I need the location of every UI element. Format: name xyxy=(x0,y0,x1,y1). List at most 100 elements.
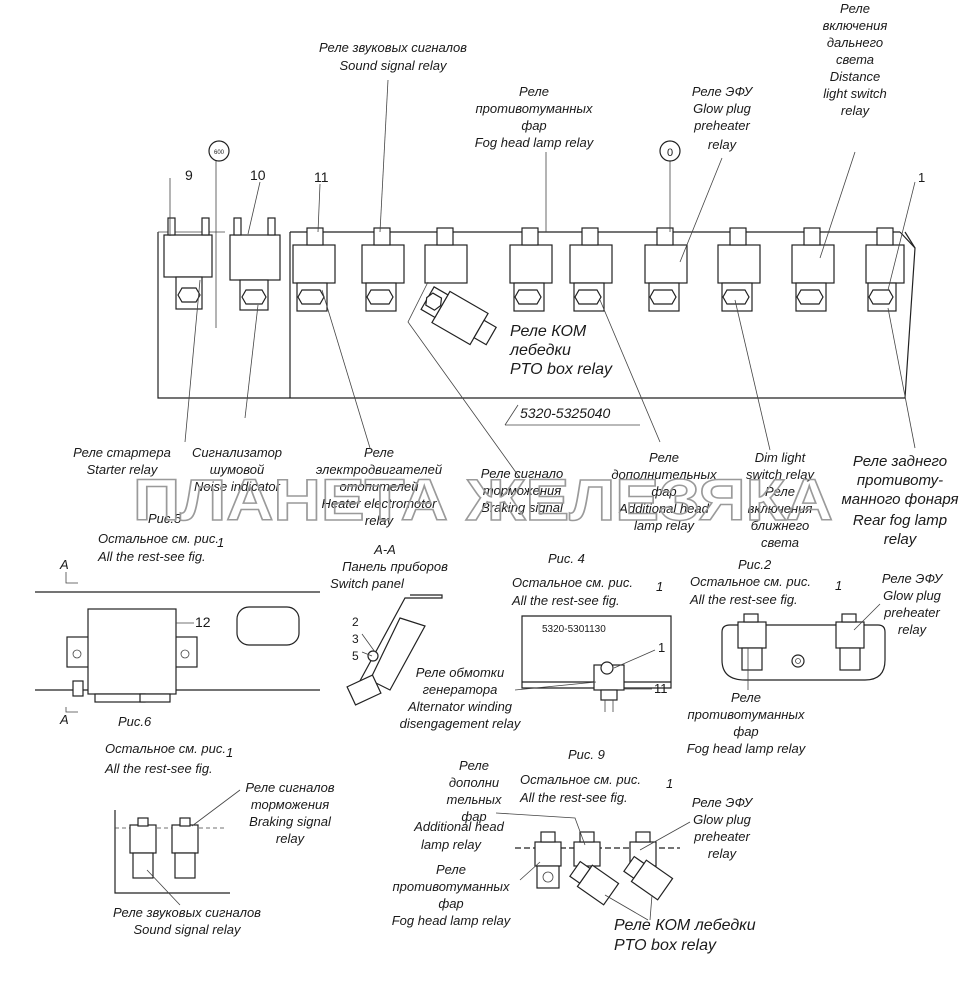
fig4-rest-en: All the rest-see fig. xyxy=(511,593,620,608)
alt-en-2: disengagement relay xyxy=(400,716,522,731)
fig-5: Рис.5 Остальное см. рис. 1 All the rest-… xyxy=(35,511,320,727)
fig-4: Рис. 4 Остальное см. рис. 1 All the rest… xyxy=(400,551,672,731)
fig9-addl-ru-4: фар xyxy=(461,809,486,824)
fig2-panel xyxy=(721,624,886,681)
callout-12: 12 xyxy=(195,614,211,630)
alt-en-1: Alternator winding xyxy=(407,699,513,714)
fig9-addl-ru-1: Реле xyxy=(459,758,489,773)
aa-callout-3: 3 xyxy=(352,632,359,646)
fig4-callout-1: 1 xyxy=(658,640,665,655)
fig6-panel xyxy=(114,810,230,894)
fig2-fog-en: Fog head lamp relay xyxy=(687,741,807,756)
addl-ru-3: фар xyxy=(651,484,676,499)
badge-0 xyxy=(659,140,681,162)
fig9-rest-num: 1 xyxy=(666,776,673,791)
callout-9: 9 xyxy=(185,167,193,183)
fig6-brake-ru-1: Реле сигналов xyxy=(245,780,334,795)
glow-en-2: preheater xyxy=(693,118,750,133)
watermark-text: ПЛАНЕТА ЖЕЛЕЗЯКА xyxy=(133,468,833,533)
pto-box-relay xyxy=(420,286,497,346)
fig6-brake-ru-2: торможения xyxy=(251,797,329,812)
fig9-rest-ru: Остальное см. рис. xyxy=(520,772,641,787)
leader-lines xyxy=(169,79,916,479)
fog-en: Fog head lamp relay xyxy=(475,135,595,150)
fog-ru-1: Реле xyxy=(519,84,549,99)
noise-indicator xyxy=(229,217,281,311)
rear-ru-1: Реле заднего xyxy=(853,453,947,470)
badge-600-label: 600 xyxy=(214,150,225,156)
rear-ru-3: манного фонаря xyxy=(841,491,958,508)
noise-ru-1: Сигнализатор xyxy=(192,445,282,460)
addl-en-1: Additional head xyxy=(618,501,709,516)
heater-ru-1: Реле xyxy=(364,445,394,460)
fig9-glow-en-1: Glow plug xyxy=(693,812,752,827)
dist-ru-1: Реле xyxy=(840,1,870,16)
fig5-rest-ru: Остальное см. рис. xyxy=(98,531,219,546)
fig2-title: Рис.2 xyxy=(738,557,772,572)
panel-corner xyxy=(904,231,916,249)
signal-block-12 xyxy=(87,608,177,695)
badge-0-label: 0 xyxy=(667,147,673,159)
fog-head-lamp-relay xyxy=(509,227,553,312)
fig6-brake-en-2: relay xyxy=(276,831,306,846)
glow-en-3: relay xyxy=(708,137,738,152)
fig2-rest-en: All the rest-see fig. xyxy=(689,592,798,607)
badge-600 xyxy=(208,140,230,162)
dim-en-2: switch relay xyxy=(746,467,815,482)
aa-panel-en: Switch panel xyxy=(330,576,405,591)
fig6-sound-ru: Реле звуковых сигналов xyxy=(113,905,261,920)
fig-9: Рис. 9 Остальное см. рис. 1 All the rest… xyxy=(392,747,756,954)
fig9-addl-ru-3: тельных xyxy=(446,792,502,807)
sound-signal-relay xyxy=(361,227,405,312)
fig4-title: Рис. 4 xyxy=(548,551,585,566)
fig2-rest-ru: Остальное см. рис. xyxy=(690,574,811,589)
aa-title: А-А xyxy=(373,542,396,557)
fig9-glow-en-2: preheater xyxy=(693,829,750,844)
fig5-section-a-bottom: A xyxy=(59,712,69,727)
fig-6: Рис.6 Остальное см. рис. 1 All the rest-… xyxy=(104,714,335,937)
main-texts: 600 0 Реле звуковых сигналов Sound signa… xyxy=(73,1,958,550)
fig4-part-number: 5320-5301130 xyxy=(542,624,606,635)
fig9-addl-en-2: lamp relay xyxy=(421,837,482,852)
glow-en-1: Glow plug xyxy=(693,101,752,116)
brake-en: Braking signal xyxy=(481,500,564,515)
rear-en-2: relay xyxy=(884,531,918,548)
section-aa: А-А Панель приборов Switch panel 2 3 5 xyxy=(330,542,448,706)
additional-head-lamp-relay xyxy=(569,227,613,312)
dist-ru-3: дальнего xyxy=(827,35,883,50)
starter-ru: Реле стартера xyxy=(73,445,171,460)
addl-ru-1: Реле xyxy=(649,450,679,465)
aa-bracket xyxy=(354,594,443,691)
starter-en: Starter relay xyxy=(87,462,159,477)
addl-en-2: lamp relay xyxy=(634,518,695,533)
aa-callout-2: 2 xyxy=(352,615,359,629)
fig6-rest-num: 1 xyxy=(226,745,233,760)
fig9-fog-ru-2: противотуманных xyxy=(393,879,510,894)
heater-ru-2: электродвигателей xyxy=(316,462,442,477)
dim-light-relay xyxy=(717,227,761,312)
sound-relay-ru: Реле звуковых сигналов xyxy=(319,40,467,55)
fig5-title: Рис.5 xyxy=(148,511,182,526)
braking-signal-relay xyxy=(424,227,468,284)
fig2-glow-ru: Реле ЭФУ xyxy=(882,571,944,586)
dim-en-1: Dim light xyxy=(755,450,807,465)
dist-en-2: light switch xyxy=(823,86,887,101)
rear-ru-2: противоту- xyxy=(857,472,943,489)
fig2-fog-ru-3: фар xyxy=(733,724,758,739)
aa-panel-ru: Панель приборов xyxy=(342,559,448,574)
dist-ru-2: включения xyxy=(823,18,888,33)
pto-ru-1: Реле КОМ xyxy=(510,323,587,340)
fig2-glow-en-2: preheater xyxy=(883,605,940,620)
heater-ru-3: отопителей xyxy=(340,479,419,494)
fig5-rest-en: All the rest-see fig. xyxy=(97,549,206,564)
panel-part-number: 5320-5325040 xyxy=(520,405,611,421)
dist-en-1: Distance xyxy=(830,69,881,84)
fig9-fog-en: Fog head lamp relay xyxy=(392,913,512,928)
fig9-glow-en-3: relay xyxy=(708,846,738,861)
brake-ru-1: Реле сигнало xyxy=(481,466,563,481)
fig9-fog-ru-3: фар xyxy=(438,896,463,911)
glow-plug-relay xyxy=(644,227,688,312)
glow-ru: Реле ЭФУ xyxy=(692,84,754,99)
fig6-rest-ru: Остальное см. рис. xyxy=(105,741,226,756)
